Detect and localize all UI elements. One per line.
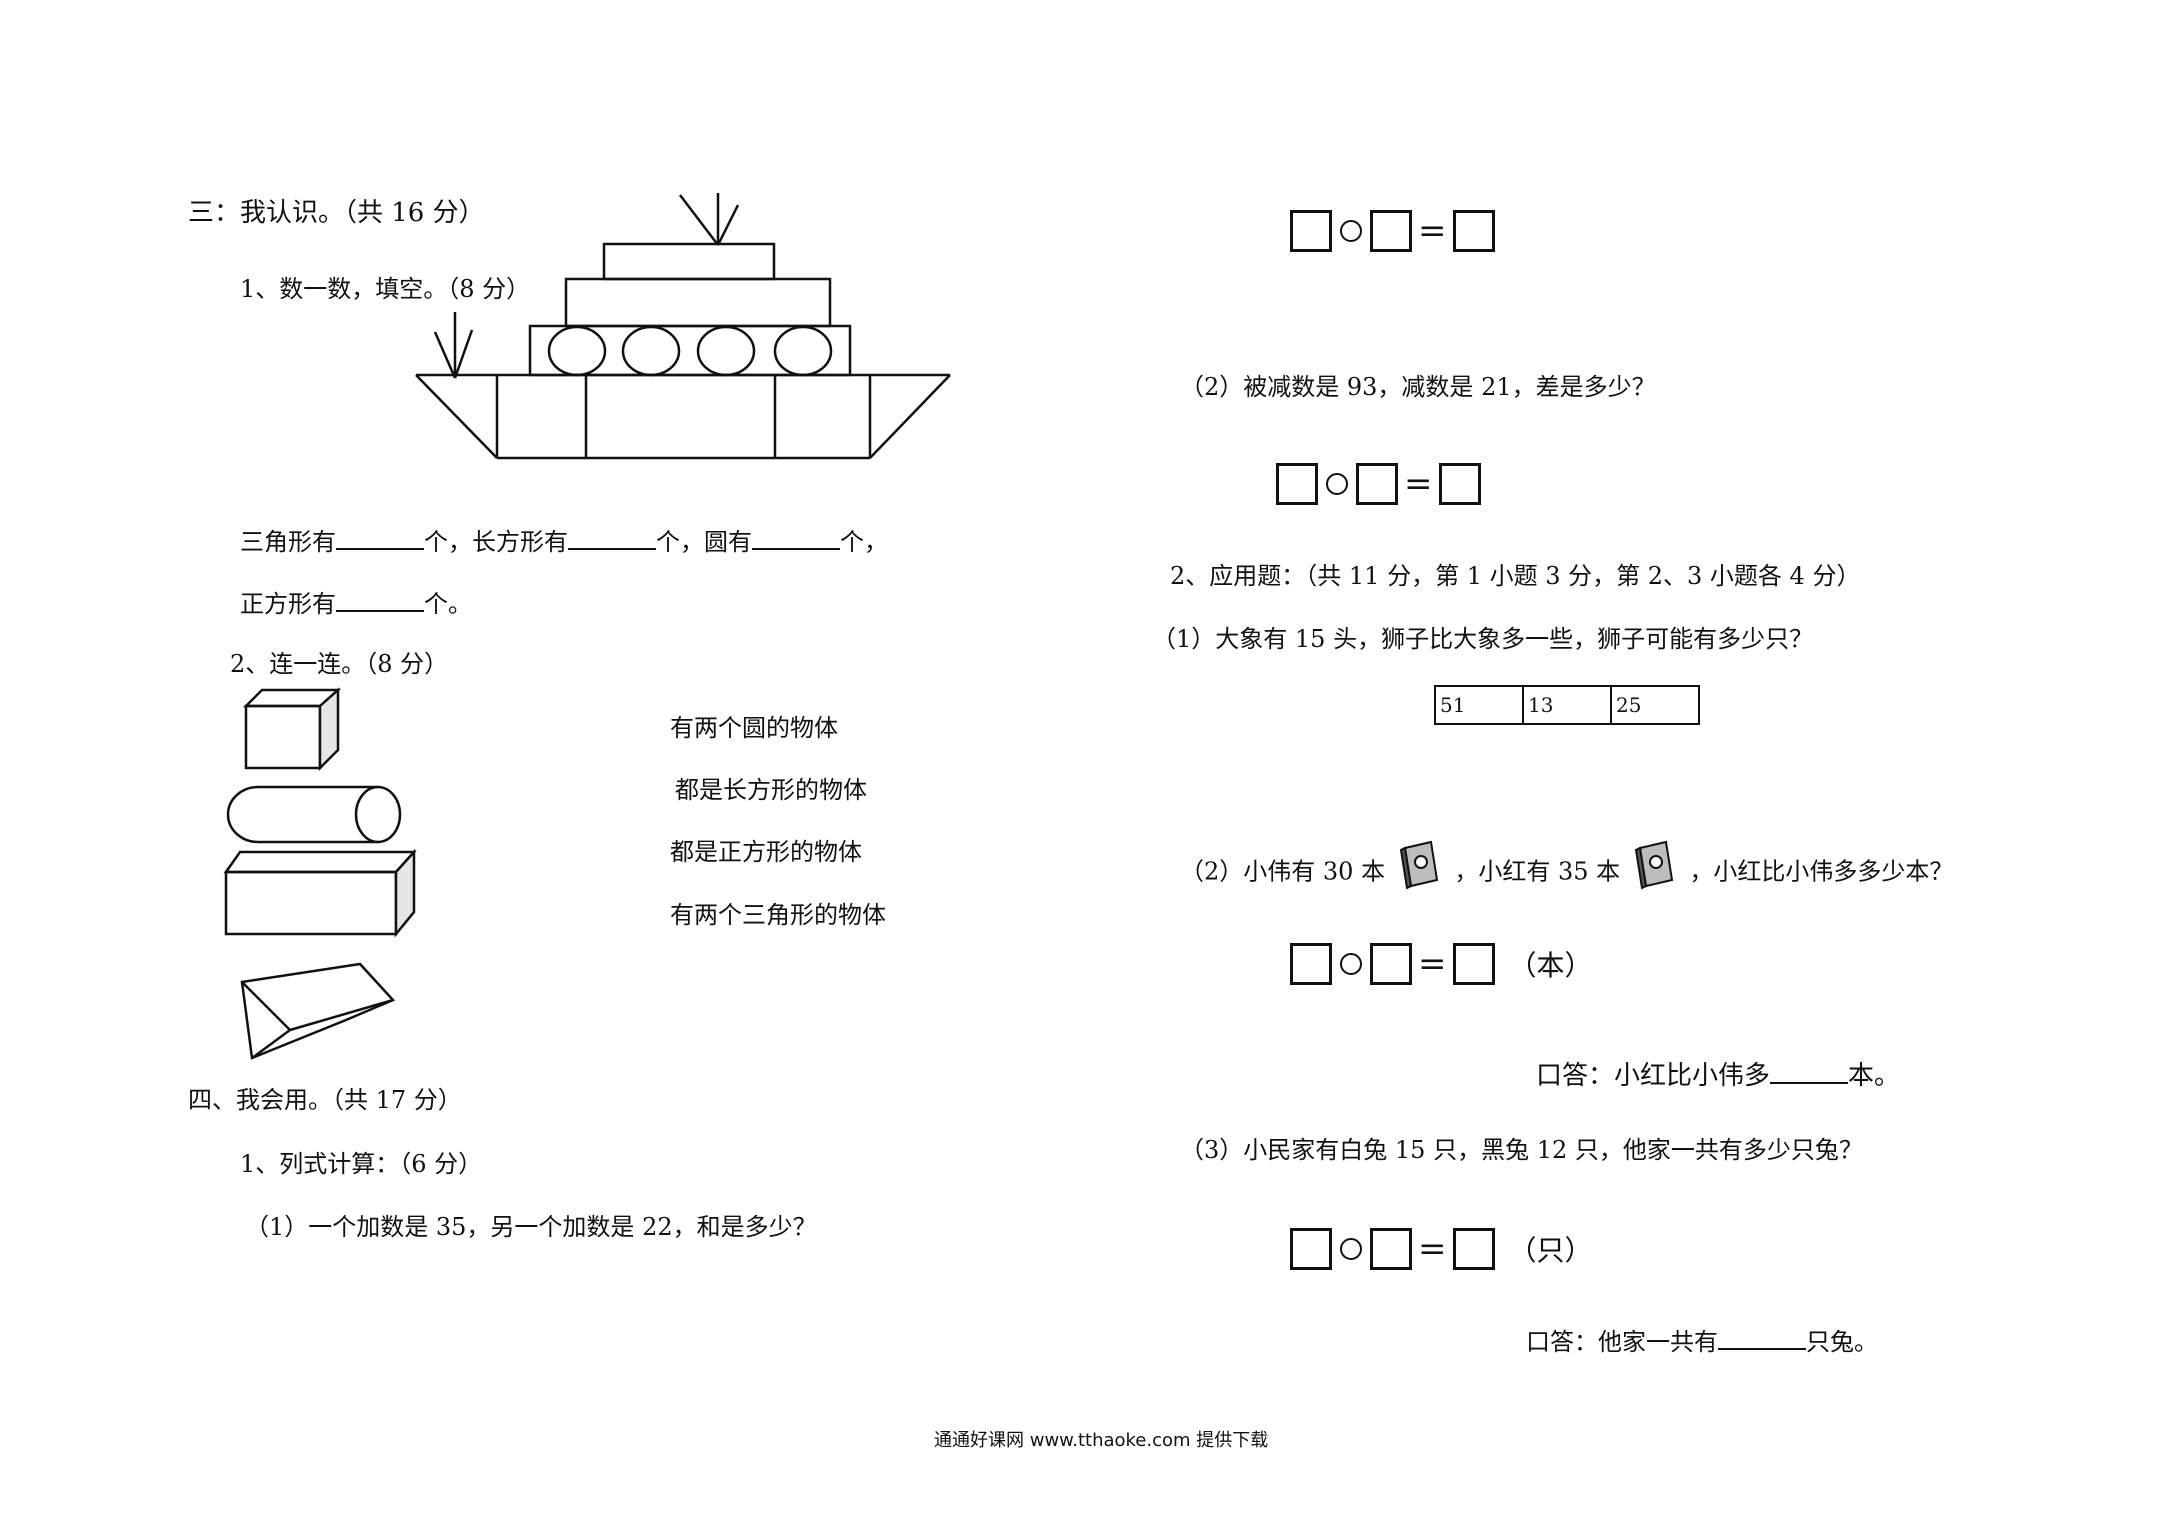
triangle-count-blank[interactable] [336, 528, 424, 550]
section-4-q1-title: 1、列式计算：（6 分） [240, 1150, 483, 1178]
book-icon [1399, 840, 1438, 890]
triangular-prism-solid [240, 962, 396, 1060]
answer-label: 口答：小红比小伟多 [1536, 1061, 1771, 1091]
square-label: 正方形有 [240, 590, 336, 618]
operator-circle[interactable] [1340, 220, 1362, 242]
match-option-2[interactable]: 都是长方形的物体 [675, 776, 867, 804]
fill-line-2: 正方形有 个。 [240, 590, 472, 616]
result-box[interactable] [1452, 210, 1495, 252]
ge-label-3: 个， [840, 528, 888, 556]
rectangle-count-blank[interactable] [568, 528, 656, 550]
result-box[interactable] [1438, 463, 1481, 505]
top-arrow-left [679, 194, 719, 246]
ge-label-2: 个，圆有 [656, 528, 752, 556]
triangle-label: 三角形有 [240, 528, 336, 556]
section-4-q1-2: （2）被减数是 93，减数是 21，差是多少？ [1180, 373, 1656, 401]
operand-box-2[interactable] [1370, 1228, 1412, 1270]
equals-sign: = [1404, 464, 1433, 504]
circle-count-blank[interactable] [752, 528, 840, 550]
match-option-1[interactable]: 有两个圆的物体 [670, 714, 838, 742]
operand-box-2[interactable] [1370, 943, 1412, 985]
match-option-3[interactable]: 都是正方形的物体 [670, 838, 862, 866]
answer-options-table: 51 13 25 [1434, 685, 1700, 725]
top-arrow-right [716, 204, 740, 246]
operand-box-2[interactable] [1370, 210, 1412, 252]
section-4-q2-2: （2）小伟有 30 本 ，小红有 35 本 ，小红比小伟多多少本？ [1180, 840, 1954, 898]
equals-sign: = [1418, 1229, 1447, 1269]
cylinder-solid [226, 785, 402, 844]
operand-box-1[interactable] [1290, 210, 1332, 252]
square-count-blank[interactable] [336, 590, 424, 612]
section-4-q2-1: （1）大象有 15 头，狮子比大象多一些，狮子可能有多少只？ [1152, 625, 1814, 653]
operand-box-2[interactable] [1356, 463, 1398, 505]
operator-circle[interactable] [1326, 473, 1348, 495]
unit-ben: （本） [1508, 949, 1593, 982]
cube-solid [242, 687, 342, 772]
equation-q2-2: = （本） [1290, 940, 1593, 988]
answer-line-q2-3: 口答：他家一共有 只兔。 [1526, 1328, 1878, 1354]
answer-blank[interactable] [1770, 1062, 1849, 1084]
option-cell-2[interactable]: 13 [1522, 685, 1612, 725]
equals-sign: = [1418, 944, 1447, 984]
equation-q2-3: = （只） [1290, 1225, 1593, 1273]
operand-box-1[interactable] [1290, 1228, 1332, 1270]
operator-circle[interactable] [1340, 1238, 1362, 1260]
answer-label: 口答：他家一共有 [1526, 1328, 1718, 1356]
q2-2-part-c: ，小红比小伟多多少本？ [1689, 857, 1954, 886]
equation-q1-1: = [1290, 207, 1495, 255]
result-box[interactable] [1452, 1228, 1495, 1270]
option-cell-1[interactable]: 51 [1434, 685, 1524, 725]
section-4-q2-3: （3）小民家有白兔 15 只，黑兔 12 只，他家一共有多少只兔？ [1180, 1136, 1863, 1164]
hull-left-slant [415, 374, 498, 459]
flag-arrow-left [433, 331, 457, 379]
section-3-title: 三：我认识。（共 16 分） [188, 198, 485, 228]
hull-right-slant [869, 374, 951, 459]
equation-q1-2: = [1276, 460, 1481, 508]
rectangular-prism-solid [223, 848, 417, 938]
section-4-q1-1: （1）一个加数是 35，另一个加数是 22，和是多少？ [245, 1213, 817, 1241]
ge-label-1: 个，长方形有 [424, 528, 568, 556]
operand-box-1[interactable] [1276, 463, 1318, 505]
unit-zhi: （只） [1508, 1234, 1593, 1267]
book-icon [1634, 840, 1673, 890]
answer-suffix: 本。 [1848, 1061, 1901, 1091]
q2-2-part-b: ，小红有 35 本 [1454, 857, 1621, 886]
footer-credit: 通通好课网 www.tthaoke.com 提供下载 [934, 1430, 1269, 1451]
section-3-q1-title: 1、数一数，填空。（8 分） [240, 275, 531, 303]
ge-label-4: 个。 [424, 590, 472, 618]
flag-arrow-right [453, 329, 474, 379]
result-box[interactable] [1452, 943, 1495, 985]
section-3-q2-title: 2、连一连。（8 分） [230, 650, 449, 678]
equals-sign: = [1418, 211, 1447, 251]
section-4-title: 四、我会用。（共 17 分） [188, 1086, 462, 1114]
answer-blank[interactable] [1718, 1328, 1806, 1350]
operand-box-1[interactable] [1290, 943, 1332, 985]
answer-line-q2-2: 口答：小红比小伟多 本。 [1536, 1062, 1900, 1089]
operator-circle[interactable] [1340, 953, 1362, 975]
match-option-4[interactable]: 有两个三角形的物体 [670, 901, 886, 929]
q2-2-part-a: （2）小伟有 30 本 [1180, 857, 1386, 886]
answer-suffix: 只兔。 [1806, 1328, 1878, 1356]
section-4-q2-title: 2、应用题：（共 11 分，第 1 小题 3 分，第 2、3 小题各 4 分） [1170, 562, 1861, 590]
option-cell-3[interactable]: 25 [1610, 685, 1700, 725]
fill-line-1: 三角形有 个，长方形有 个，圆有 个， [240, 528, 888, 554]
